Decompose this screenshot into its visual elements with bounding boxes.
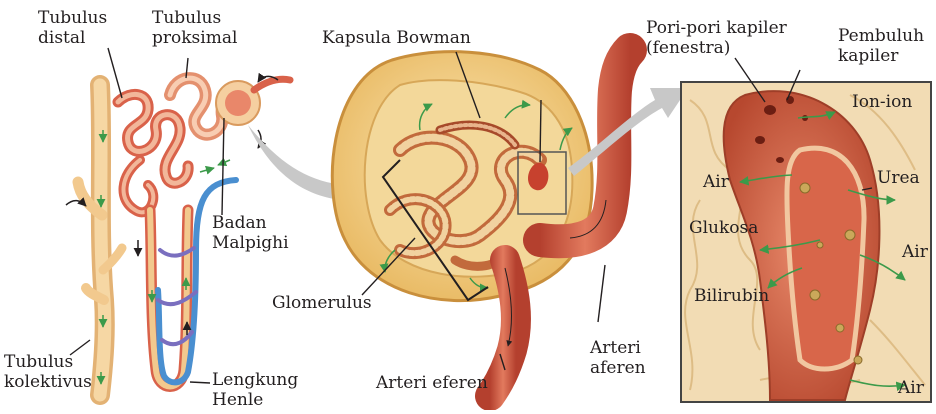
label-lengkung-henle: Lengkung Henle — [212, 370, 298, 410]
label-tubulus-kolektivus: Tubulus kolektivus — [4, 352, 92, 392]
label-pori-pori-kapiler-line2: (fenestra) — [646, 38, 787, 58]
label-badan-malpighi-line2: Malpighi — [212, 233, 289, 253]
label-lengkung-henle-line1: Lengkung — [212, 370, 298, 390]
label-urea: Urea — [877, 168, 920, 188]
label-tubulus-proksimal-line2: proksimal — [152, 28, 237, 48]
capillary-lumen — [787, 148, 864, 369]
label-arteri-aferen-line2: aferen — [590, 358, 646, 378]
label-pembuluh-kapiler: Pembuluh kapiler — [838, 26, 924, 66]
label-kapsula-bowman: Kapsula Bowman — [322, 28, 471, 48]
label-arteri-aferen-line1: Arteri — [590, 338, 646, 358]
label-badan-malpighi: Badan Malpighi — [212, 213, 289, 253]
label-tubulus-kolektivus-line2: kolektivus — [4, 372, 92, 392]
label-bilirubin: Bilirubin — [694, 286, 769, 306]
label-lengkung-henle-line2: Henle — [212, 390, 298, 410]
label-pori-pori-kapiler: Pori-pori kapiler (fenestra) — [646, 18, 787, 58]
label-tubulus-distal-line1: Tubulus — [38, 8, 107, 28]
label-tubulus-distal: Tubulus distal — [38, 8, 107, 48]
label-tubulus-distal-line2: distal — [38, 28, 107, 48]
malpighi-body — [216, 79, 290, 125]
label-arteri-aferen: Arteri aferen — [590, 338, 646, 378]
label-glukosa: Glukosa — [689, 218, 758, 238]
label-air-bottom: Air — [898, 378, 924, 398]
label-pembuluh-kapiler-line1: Pembuluh — [838, 26, 924, 46]
bowman-panel — [332, 50, 630, 396]
label-ion-ion: Ion-ion — [852, 92, 912, 112]
label-pembuluh-kapiler-line2: kapiler — [838, 46, 924, 66]
label-pori-pori-kapiler-line1: Pori-pori kapiler — [646, 18, 787, 38]
label-arteri-eferen: Arteri eferen — [376, 373, 488, 393]
label-air-left: Air — [703, 172, 729, 192]
label-tubulus-proksimal-line1: Tubulus — [152, 8, 237, 28]
label-badan-malpighi-line1: Badan — [212, 213, 289, 233]
collecting-duct — [78, 85, 122, 395]
label-tubulus-kolektivus-line1: Tubulus — [4, 352, 92, 372]
loop-of-henle — [150, 180, 236, 387]
label-tubulus-proksimal: Tubulus proksimal — [152, 8, 237, 48]
label-air-right: Air — [902, 242, 928, 262]
label-glomerulus: Glomerulus — [272, 293, 372, 313]
